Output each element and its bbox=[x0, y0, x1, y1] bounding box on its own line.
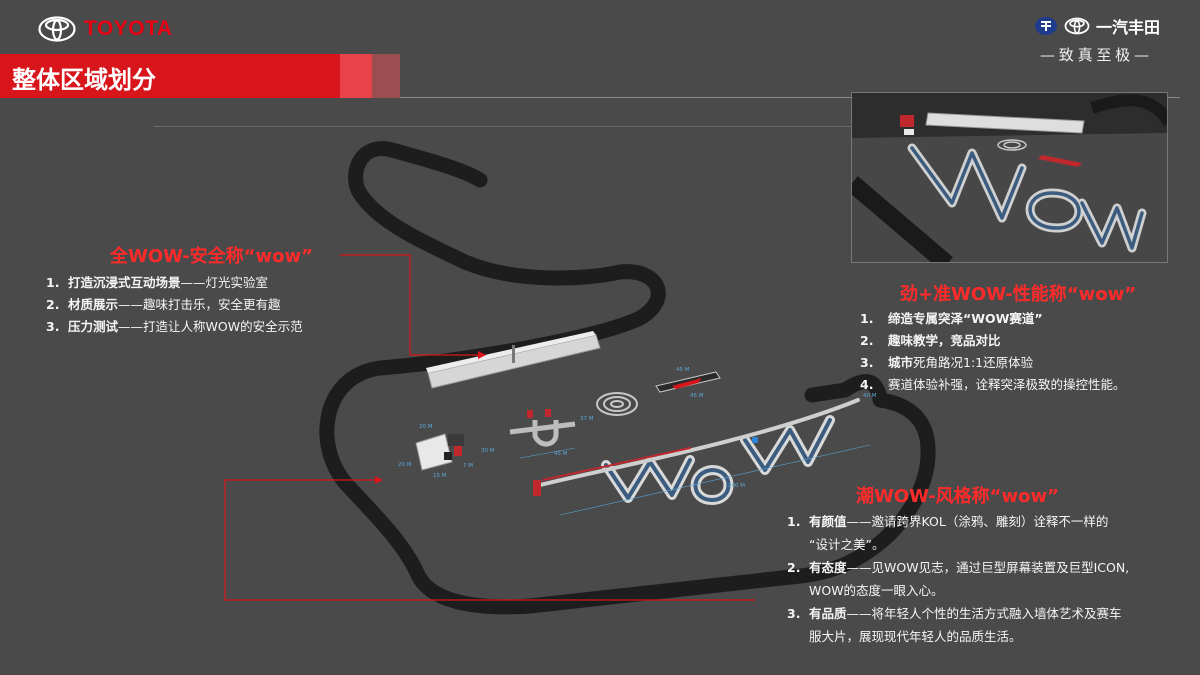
list-item-continuation: 服大片，展现现代年轻人的品质生活。 bbox=[809, 629, 1022, 644]
slogan-char: 极 bbox=[1115, 46, 1134, 64]
page-title: 整体区域划分 bbox=[12, 66, 156, 94]
performance-heading: 劲+准WOW-性能称“wow” bbox=[900, 284, 1137, 305]
dim-label: 45 M bbox=[676, 367, 690, 373]
dim-label: 45 M bbox=[690, 393, 704, 399]
toyota-small-emblem-icon bbox=[1064, 17, 1090, 35]
slogan-char: 致 bbox=[1058, 46, 1077, 64]
title-accent-block bbox=[340, 54, 372, 98]
style-heading: 潮WOW-风格称“wow” bbox=[856, 486, 1059, 507]
map-top-edge bbox=[154, 126, 874, 127]
list-item-continuation: WOW的态度一眼入心。 bbox=[809, 583, 944, 598]
list-item: 1.缔造专属突泽“WOW赛道” bbox=[860, 311, 1043, 326]
dim-label: 37 M bbox=[580, 416, 594, 422]
dim-label: 30 M bbox=[481, 448, 495, 454]
faw-toyota-brand: 一汽丰田 bbox=[1034, 14, 1160, 38]
toyota-emblem-icon bbox=[38, 16, 76, 42]
wow-track bbox=[538, 398, 860, 505]
callout-arrows bbox=[224, 254, 755, 601]
race-track bbox=[319, 141, 936, 615]
title-bar: 整体区域划分 bbox=[0, 54, 340, 98]
dim-label: 20 M bbox=[419, 424, 433, 430]
safety-heading: 全WOW-安全称“wow” bbox=[110, 246, 313, 267]
list-item: 2.趣味教学，竞品对比 bbox=[860, 333, 1001, 348]
dim-label: 45 M bbox=[554, 451, 568, 457]
safety-list: 1.打造沉浸式互动场景——灯光实验室 2.材质展示——趣味打击乐，安全更有趣 3… bbox=[46, 272, 303, 338]
list-item: 2.材质展示——趣味打击乐，安全更有趣 bbox=[46, 297, 281, 312]
list-item: 2.有态度——见WOW见志，通过巨型屏幕装置及巨型ICON, bbox=[787, 560, 1130, 575]
list-item: 3.有品质——将年轻人个性的生活方式融入墙体艺术及赛车 bbox=[787, 606, 1122, 621]
slogan-char: 至 bbox=[1096, 46, 1115, 64]
list-item: 1.有颜值——邀请跨界KOL（涂鸦、雕刻）诠释不一样的 bbox=[787, 514, 1109, 529]
small-building bbox=[415, 433, 453, 471]
list-item: 3.城市死角路况1:1还原体验 bbox=[860, 355, 1034, 370]
style-list: 1.有颜值——邀请跨界KOL（涂鸦、雕刻）诠释不一样的 “设计之美”。 2.有态… bbox=[787, 510, 1129, 648]
venue-render-inset bbox=[851, 92, 1168, 263]
brand-name: TOYOTA bbox=[84, 17, 173, 40]
title-accent-block bbox=[372, 54, 400, 98]
toyota-brand: TOYOTA bbox=[38, 16, 173, 42]
dim-label: 40 M bbox=[863, 393, 877, 399]
faw-emblem-icon bbox=[1035, 17, 1057, 35]
list-item: 4.赛道体验补强，诠释突泽极致的操控性能。 bbox=[860, 377, 1126, 392]
dim-label: 7 M bbox=[463, 463, 473, 469]
slogan-char: 真 bbox=[1077, 46, 1096, 64]
circle-course bbox=[596, 392, 638, 416]
performance-list: 1.缔造专属突泽“WOW赛道” 2.趣味教学，竞品对比 3.城市死角路况1:1还… bbox=[860, 308, 1126, 396]
list-item: 3.压力测试——打造让人称WOW的安全示范 bbox=[46, 319, 303, 334]
slogan: — 致 真 至 极 — bbox=[1040, 45, 1152, 65]
list-item-continuation: “设计之美”。 bbox=[809, 537, 885, 552]
dim-label: 20 M bbox=[398, 462, 412, 468]
dim-label: 15 M bbox=[433, 473, 447, 479]
list-item: 1.打造沉浸式互动场景——灯光实验室 bbox=[46, 275, 269, 290]
u-course bbox=[509, 420, 576, 447]
title-divider bbox=[400, 97, 1180, 98]
dim-label: 200 M bbox=[728, 483, 745, 489]
partner-name: 一汽丰田 bbox=[1096, 18, 1161, 37]
